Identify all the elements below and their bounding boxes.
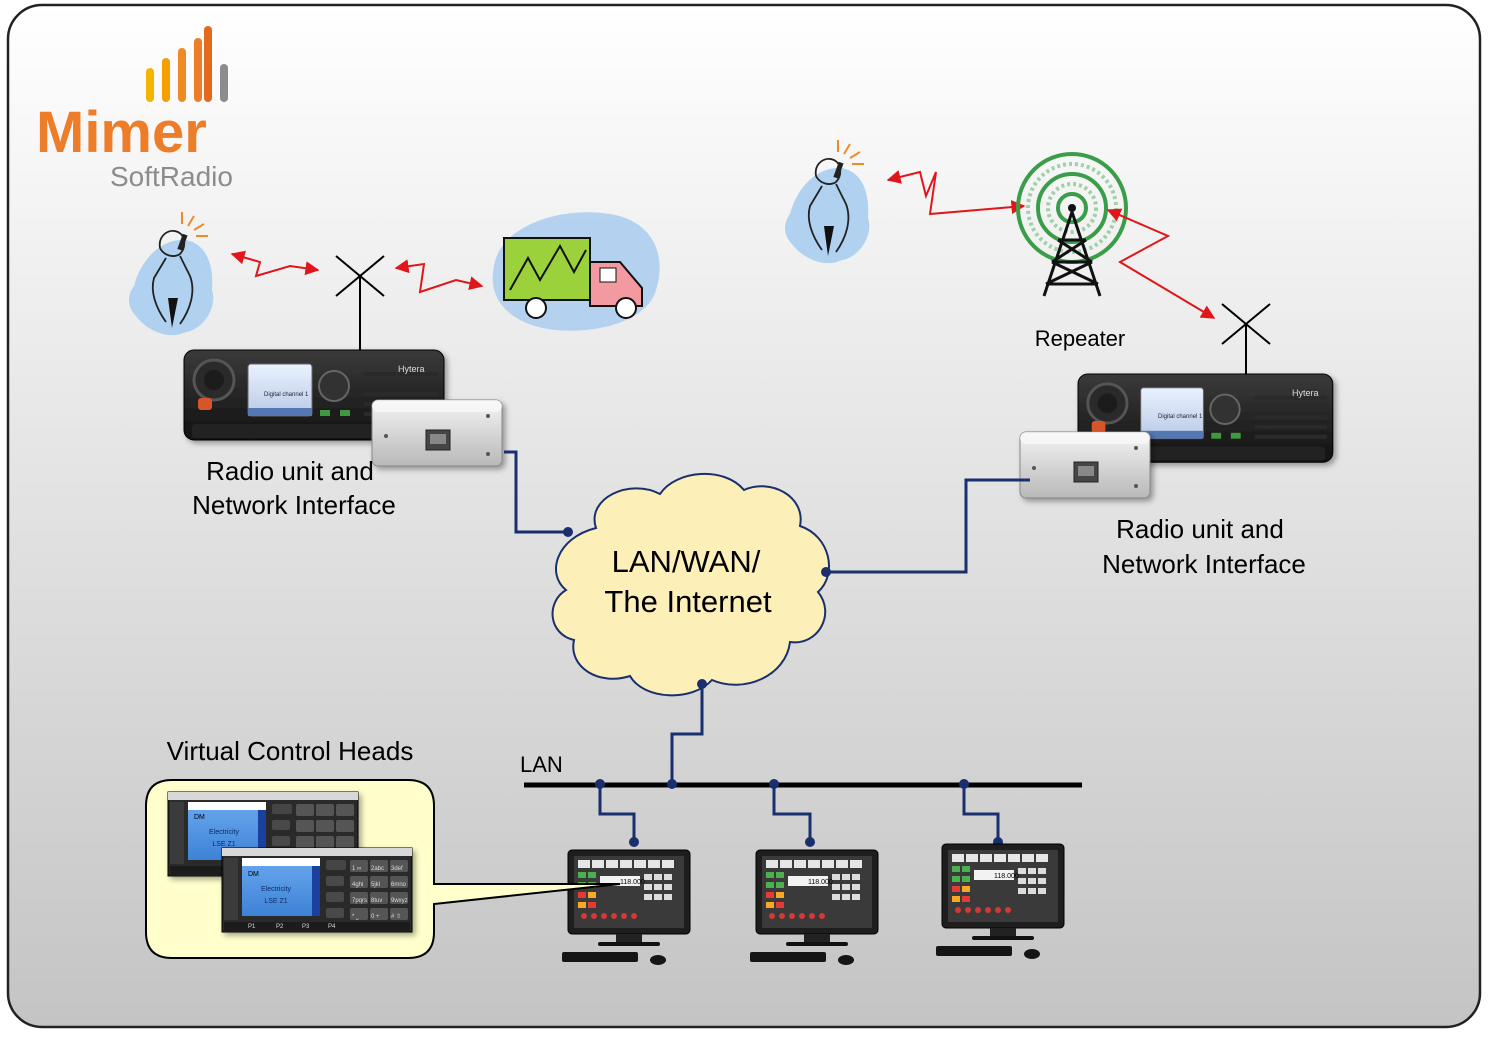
workstation-3: 118.000 (935, 843, 1065, 960)
cloud-label-1: LAN/WAN/ (612, 544, 761, 579)
network-links (504, 450, 1030, 842)
head-key: 4ghi (352, 882, 363, 888)
network-cloud (551, 472, 830, 697)
label-radio-left-2: Network Interface (192, 490, 396, 520)
head-key: 8tuv (371, 898, 382, 904)
radio-screen-right: Digital channel 1 (1158, 414, 1203, 420)
workstation-display: 118.000 (620, 879, 645, 886)
head-key: * ⎵ (352, 914, 359, 920)
head-key: 1 ∞ (352, 866, 361, 872)
label-radio-left-1: Radio unit and (206, 456, 374, 486)
cloud-label-2: The Internet (604, 584, 772, 619)
head-line2: LSE Z1 (212, 841, 235, 848)
label-radio-right-2: Network Interface (1102, 549, 1306, 579)
logo-product: SoftRadio (110, 161, 233, 192)
head-line1: Electricity (261, 886, 291, 893)
network-interface-left (371, 399, 503, 467)
radio-link-left-1 (230, 250, 320, 278)
label-lan: LAN (520, 752, 563, 777)
control-head-front: DM Electricity LSE Z1 1 ∞ 2abc 3def 4ghi… (221, 847, 413, 933)
radio-link-right-1 (886, 170, 1026, 216)
radio-unit-right: Hytera Digital channel 1 (1076, 372, 1335, 464)
signal-bars-icon (146, 26, 228, 102)
workstation-1: 118.000 (561, 849, 691, 966)
label-repeater: Repeater (1035, 326, 1126, 351)
head-mode: DM (194, 814, 205, 821)
label-virtual-control-heads: Virtual Control Heads (167, 736, 414, 766)
radio-link-right-2 (1106, 208, 1216, 319)
head-pkey: P3 (302, 924, 310, 930)
head-line2: LSE Z1 (264, 898, 287, 905)
head-pkey: P1 (248, 924, 256, 930)
head-key: 0 + (371, 914, 380, 920)
control-head-back: DM Electricity LSE Z1 (167, 791, 359, 877)
head-key: 7pqrs (352, 898, 367, 904)
head-key: 5jkl (371, 882, 380, 888)
radio-brand-left: Hytera (398, 364, 425, 374)
workstation-2: 118.000 (749, 849, 879, 966)
logo-brand: Mimer (36, 100, 207, 165)
head-key: # ⇧ (391, 913, 401, 920)
network-interface-right (1019, 431, 1151, 499)
junction-dots (563, 527, 1003, 847)
workstation-display: 118.000 (994, 873, 1019, 880)
head-key: 3def (391, 866, 403, 872)
head-key: 6mno (391, 882, 407, 888)
radio-unit-left: Hytera Digital channel 1 (182, 348, 446, 442)
head-key: 9wxyz (391, 898, 408, 904)
label-radio-right-1: Radio unit and (1116, 514, 1284, 544)
workstation-display: 118.000 (808, 879, 833, 886)
truck-icon (492, 212, 660, 331)
head-line1: Electricity (209, 829, 239, 836)
radio-brand-right: Hytera (1292, 388, 1319, 398)
radio-screen-left: Digital channel 1 (264, 392, 309, 398)
head-key: 2abc (371, 866, 384, 872)
logo: Mimer SoftRadio (36, 26, 233, 192)
head-mode: DM (248, 871, 259, 878)
head-pkey: P4 (328, 924, 336, 930)
radio-link-left-2 (394, 259, 484, 294)
repeater-tower-icon (1016, 152, 1128, 297)
head-pkey: P2 (276, 924, 284, 930)
